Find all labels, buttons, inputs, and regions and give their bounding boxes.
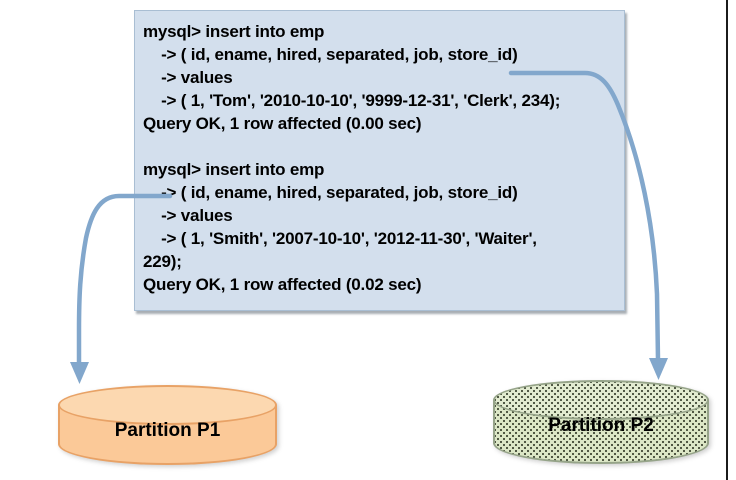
code-line: -> ( id, ename, hired, separated, job, s… (143, 183, 518, 202)
code-line: mysql> insert into emp (143, 22, 325, 41)
code-line: -> ( 1, 'Smith', '2007-10-10', '2012-11-… (143, 229, 537, 248)
code-line: -> ( id, ename, hired, separated, job, s… (143, 45, 518, 64)
cylinder-top-ellipse (493, 380, 709, 420)
code-line: Query OK, 1 row affected (0.02 sec) (143, 275, 422, 294)
cylinder-top-ellipse (58, 385, 277, 425)
right-border-line (726, 0, 728, 480)
partition-p2-label: Partition P2 (548, 415, 654, 436)
code-line: mysql> insert into emp (143, 160, 325, 179)
code-blank-line (143, 135, 618, 158)
code-line: Query OK, 1 row affected (0.00 sec) (143, 114, 422, 133)
sql-insert-block-2: mysql> insert into emp -> ( id, ename, h… (143, 158, 618, 296)
sql-insert-block-1: mysql> insert into emp -> ( id, ename, h… (143, 20, 618, 135)
partition-p1-cylinder: Partition P1 (58, 385, 277, 465)
code-line: -> values (143, 68, 233, 87)
code-line: 229); (143, 252, 182, 271)
code-line: -> values (143, 206, 233, 225)
mysql-terminal-box: mysql> insert into emp -> ( id, ename, h… (134, 10, 625, 311)
partition-p1-label: Partition P1 (114, 420, 221, 441)
code-line: -> ( 1, 'Tom', '2010-10-10', '9999-12-31… (143, 91, 561, 110)
partition-p2-cylinder: Partition P2 (493, 380, 709, 464)
